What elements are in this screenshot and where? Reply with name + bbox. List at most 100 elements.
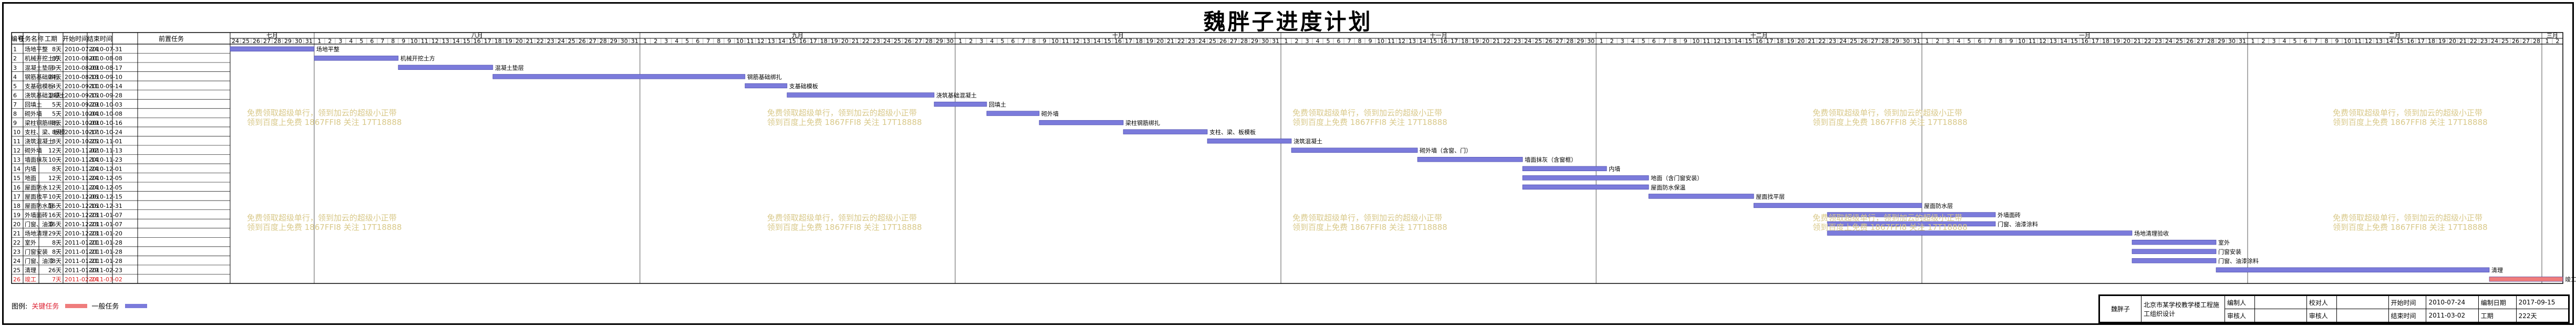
day-tick-label: 24 <box>2491 38 2498 45</box>
watermark-line1: 免费领取超级单行，领到加云的超级小正带 <box>2333 108 2482 118</box>
day-tick-label: 13 <box>1083 38 1090 45</box>
day-tick-label: 23 <box>1514 38 1521 45</box>
info-block: 魏胖子 北京市某学校教学楼工程施工组织设计 编制人 校对人 开始时间 2010-… <box>2098 294 2570 323</box>
info-days-value: 222天 <box>2516 309 2569 322</box>
day-tick-label: 16 <box>473 38 481 45</box>
task-no: 19 <box>13 212 20 218</box>
task-no: 7 <box>13 101 17 108</box>
info-date-value: 2017-09-15 <box>2516 296 2569 309</box>
task-start: 2010-11-02 <box>65 147 98 154</box>
day-tick-label: 18 <box>1461 38 1468 45</box>
day-tick-label: 11 <box>2029 38 2036 45</box>
day-tick-label: 16 <box>1114 38 1122 45</box>
task-duration: 24天 <box>48 73 61 80</box>
task-name: 混凝土垫层 <box>25 64 54 71</box>
day-tick-label: 16 <box>799 38 806 45</box>
task-no: 14 <box>13 166 20 173</box>
task-end: 2010-11-13 <box>89 147 122 154</box>
task-no: 6 <box>13 92 17 99</box>
watermark-line1: 免费领取超级单行，领到加云的超级小正带 <box>767 213 917 223</box>
legend-critical-label: 关键任务 <box>32 303 59 311</box>
task-name: 机械开挖土方 <box>25 55 59 62</box>
day-tick-label: 2 <box>1295 38 1299 45</box>
day-tick-label: 11 <box>1388 38 1395 45</box>
task-end: 2011-02-23 <box>89 267 122 274</box>
day-tick-label: 25 <box>2501 38 2509 45</box>
day-tick-label: 1 <box>1285 38 1288 45</box>
legend: 图例: 关键任务 一般任务 <box>12 301 148 311</box>
watermark-line2: 领到百度上免费 1867FFI8 关注 17T18888 <box>1813 223 1968 232</box>
day-tick-label: 4 <box>1957 38 1961 45</box>
day-tick-label: 12 <box>2039 38 2046 45</box>
legend-normal-label: 一般任务 <box>91 303 119 311</box>
task-start: 2011-01-21 <box>65 258 98 265</box>
task-end: 2011-01-07 <box>89 212 122 218</box>
month-label: 十二月 <box>1751 31 1768 39</box>
day-tick-label: 28 <box>2533 38 2540 45</box>
task-bar-label: 支柱、梁、板模板 <box>1209 129 1256 136</box>
day-tick-label: 21 <box>1167 38 1174 45</box>
day-tick-label: 18 <box>1135 38 1143 45</box>
watermark-line1: 免费领取超级单行，领到加云的超级小正带 <box>1813 213 1962 223</box>
day-tick-label: 15 <box>463 38 470 45</box>
task-end: 2010-12-05 <box>89 184 122 191</box>
day-tick-label: 19 <box>505 38 512 45</box>
task-bar-label: 浇筑混凝土 <box>1294 138 1322 145</box>
task-bar-label: 支基础模板 <box>789 82 818 90</box>
day-tick-label: 19 <box>1146 38 1153 45</box>
watermark-line2: 领到百度上免费 1867FFI8 关注 17T18888 <box>247 223 402 232</box>
task-start: 2010-08-18 <box>65 73 98 80</box>
day-tick-label: 15 <box>1104 38 1111 45</box>
info-author-value <box>2254 296 2307 309</box>
day-tick-label: 2 <box>969 38 973 45</box>
day-tick-label: 13 <box>2375 38 2383 45</box>
day-tick-label: 13 <box>442 38 449 45</box>
task-bar <box>2132 258 2217 263</box>
day-tick-label: 7 <box>1989 38 1992 45</box>
day-tick-label: 6 <box>1337 38 1341 45</box>
day-tick-label: 3 <box>339 38 343 45</box>
day-tick-label: 24 <box>1198 38 1206 45</box>
day-tick-label: 12 <box>2365 38 2372 45</box>
day-tick-label: 1 <box>959 38 963 45</box>
task-bar-label: 砌外墙 <box>1041 110 1059 117</box>
task-duration: 8天 <box>52 166 61 173</box>
day-tick-label: 20 <box>1482 38 1489 45</box>
day-tick-label: 25 <box>568 38 575 45</box>
task-name: 浇筑基础混凝土 <box>25 91 65 99</box>
watermark-line2: 领到百度上免费 1867FFI8 关注 17T18888 <box>1292 223 1447 232</box>
watermark-line1: 免费领取超级单行，领到加云的超级小正带 <box>1292 108 1442 118</box>
day-tick-label: 6 <box>2304 38 2308 45</box>
day-tick-label: 2 <box>654 38 658 45</box>
info-date-label: 编制日期 <box>2478 296 2517 309</box>
day-tick-label: 30 <box>295 38 302 45</box>
day-tick-label: 31 <box>1272 38 1279 45</box>
day-tick-label: 24 <box>2165 38 2172 45</box>
legend-critical-swatch <box>65 303 88 308</box>
day-tick-label: 18 <box>2428 38 2435 45</box>
header-end: 结束时间 <box>87 35 112 43</box>
day-tick-label: 25 <box>1209 38 1216 45</box>
day-tick-label: 20 <box>515 38 523 45</box>
day-tick-label: 1 <box>1600 38 1603 45</box>
day-tick-label: 6 <box>696 38 700 45</box>
task-end: 2010-08-08 <box>89 55 122 62</box>
task-bar-label: 屋面防水层 <box>1924 202 1953 209</box>
task-bar <box>1522 184 1649 190</box>
task-bar-label: 场地清理验收 <box>2134 229 2169 237</box>
day-tick-label: 23 <box>873 38 880 45</box>
day-tick-label: 9 <box>1369 38 1372 45</box>
task-name: 钢筋基础绑扎 <box>25 73 59 80</box>
task-no: 9 <box>13 120 17 126</box>
day-tick-label: 14 <box>2386 38 2393 45</box>
task-no: 22 <box>13 239 20 246</box>
task-end: 2010-12-31 <box>89 203 122 209</box>
day-tick-label: 24 <box>232 38 239 45</box>
watermark-line2: 领到百度上免费 1867FFI8 关注 17T18888 <box>247 118 402 127</box>
day-tick-label: 25 <box>894 38 901 45</box>
task-bar <box>2132 239 2217 245</box>
day-tick-label: 18 <box>820 38 827 45</box>
task-end: 2011-01-28 <box>89 249 122 256</box>
day-tick-label: 12 <box>1398 38 1405 45</box>
